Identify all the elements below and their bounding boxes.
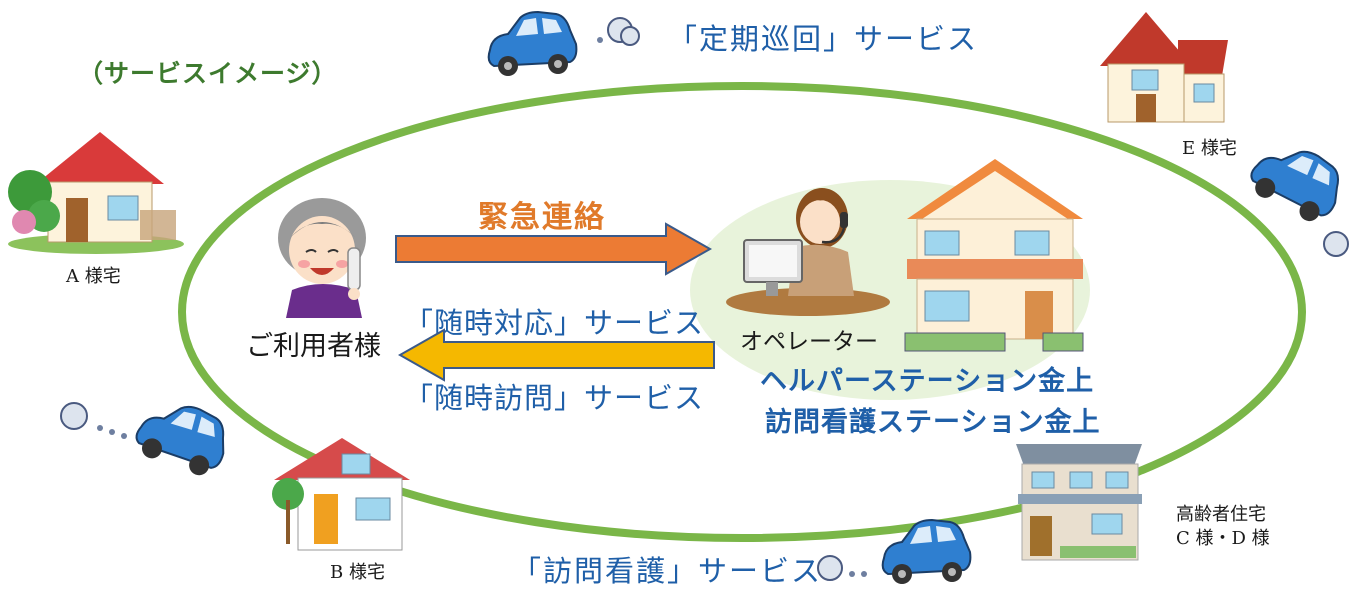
- house-b-label: B 様宅: [330, 562, 385, 583]
- diagram-title: （サービスイメージ）: [78, 59, 338, 88]
- emergency-contact-label: 緊急連絡: [478, 200, 606, 235]
- car-icon-right: [1250, 150, 1339, 222]
- house-a-icon: [8, 132, 184, 254]
- service-teiki-junkai: 「定期巡回」サービス: [668, 22, 979, 56]
- house-cd-label-line1: 高齢者住宅: [1176, 504, 1266, 525]
- response-arrow: [397, 328, 715, 382]
- car-icon-top: [487, 10, 578, 76]
- elderly-housing-icon: [1016, 444, 1142, 561]
- station-helper-label: ヘルパーステーション金上: [760, 366, 1095, 397]
- user-elderly-woman-icon: [278, 198, 366, 318]
- operator-icon: [726, 188, 890, 316]
- exhaust-cloud-icon-bottom: [817, 555, 867, 581]
- emergency-arrow: [395, 222, 713, 276]
- station-nursing-label: 訪問看護ステーション金上: [765, 407, 1101, 438]
- service-zuiji-taio: 「随時対応」サービス: [404, 306, 705, 340]
- exhaust-cloud-icon-right: [1323, 231, 1349, 257]
- exhaust-cloud-icon-left: [60, 402, 127, 439]
- station-building-icon: [904, 159, 1084, 352]
- operator-label: オペレーター: [740, 329, 878, 355]
- house-e-label: E 様宅: [1182, 138, 1237, 159]
- house-cd-label-line2: C 様・D 様: [1176, 528, 1270, 549]
- user-label: ご利用者様: [246, 331, 381, 362]
- house-a-label: A 様宅: [66, 266, 121, 287]
- car-icon-bottom: [881, 518, 972, 584]
- service-homon-kango: 「訪問看護」サービス: [512, 554, 823, 588]
- service-zuiji-homon: 「随時訪問」サービス: [404, 381, 705, 415]
- exhaust-cloud-icon-top: [597, 17, 640, 46]
- car-icon-left: [135, 405, 225, 476]
- house-e-icon: [1100, 12, 1228, 123]
- house-b-icon: [272, 438, 410, 551]
